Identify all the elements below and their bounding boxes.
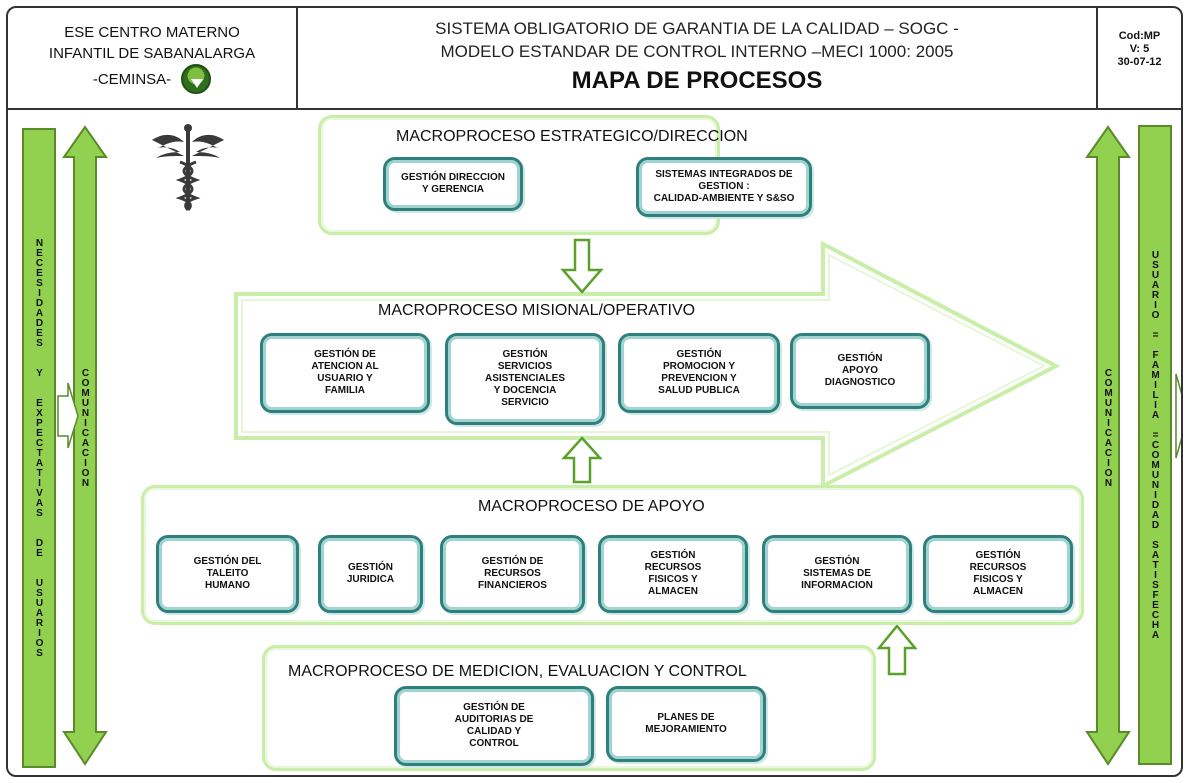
document-code: Cod:MP (1118, 30, 1161, 42)
title-cell: SISTEMA OBLIGATORIO DE GARANTIA DE LA CA… (298, 8, 1098, 108)
process-box-label: SISTEMAS INTEGRADOS DE GESTION : CALIDAD… (653, 169, 795, 204)
right-communication-arrow (1085, 125, 1131, 766)
diagram-graphics (57, 124, 1181, 766)
process-box-label: GESTIÓN DE ATENCION AL USUARIO Y FAMILIA (311, 349, 379, 396)
system-title-line1: SISTEMA OBLIGATORIO DE GARANTIA DE LA CA… (435, 19, 959, 38)
process-box: GESTIÓN DIRECCION Y GERENCIA (383, 157, 523, 211)
right-output-arrow (1175, 373, 1181, 459)
document-header: ESE CENTRO MATERNO INFANTIL DE SABANALAR… (8, 8, 1181, 110)
right-communication-label: COMUNICACION (1103, 368, 1114, 488)
left-needs-bar: NECESIDADES Y EXPECTATIVAS DE USUARIOS (22, 128, 56, 768)
left-input-arrow (57, 382, 79, 449)
organization-cell: ESE CENTRO MATERNO INFANTIL DE SABANALAR… (8, 8, 298, 108)
process-box-label: GESTIÓN JURIDICA (346, 562, 395, 585)
process-box-label: GESTIÓN DE RECURSOS FINANCIEROS (478, 556, 547, 591)
process-box: GESTIÓN DE ATENCION AL USUARIO Y FAMILIA (260, 333, 430, 413)
system-title-line2: MODELO ESTANDAR DE CONTROL INTERNO –MECI… (440, 42, 954, 61)
process-box: GESTIÓN RECURSOS FISICOS Y ALMACEN (598, 535, 748, 613)
page-title: MAPA DE PROCESOS (571, 67, 823, 94)
document-code-cell: Cod:MP V: 5 30-07-12 (1098, 8, 1181, 108)
process-box: GESTIÓN PROMOCION Y PREVENCION Y SALUD P… (618, 333, 780, 413)
process-box-label: GESTIÓN SERVICIOS ASISTENCIALES Y DOCENC… (484, 349, 565, 408)
process-box-label: GESTIÓN DIRECCION Y GERENCIA (401, 172, 505, 195)
process-box-label: GESTIÓN DE AUDITORIAS DE CALIDAD Y CONTR… (454, 702, 534, 749)
process-box-label: GESTIÓN SISTEMAS DE INFORMACION (801, 556, 873, 591)
ceminsa-logo (181, 64, 212, 94)
process-box: GESTIÓN DE AUDITORIAS DE CALIDAD Y CONTR… (394, 686, 594, 766)
process-box: GESTIÓN JURIDICA (318, 535, 423, 613)
process-box: GESTIÓN RECURSOS FISICOS Y ALMACEN (923, 535, 1073, 613)
process-map-frame: ESE CENTRO MATERNO INFANTIL DE SABANALAR… (6, 6, 1183, 777)
process-box: GESTIÓN APOYO DIAGNOSTICO (790, 333, 930, 409)
organization-short-name: -CEMINSA- (92, 70, 172, 88)
process-box-label: GESTIÓN PROMOCION Y PREVENCION Y SALUD P… (658, 349, 740, 396)
process-box: GESTIÓN DE RECURSOS FINANCIEROS (440, 535, 585, 613)
process-box-label: PLANES DE MEJORAMIENTO (645, 712, 727, 735)
down-flow-arrow (560, 238, 604, 294)
process-box-label: GESTIÓN RECURSOS FISICOS Y ALMACEN (969, 550, 1027, 597)
misional-label: MACROPROCESO MISIONAL/OPERATIVO (378, 302, 696, 319)
process-box: GESTIÓN DEL TALEITO HUMANO (156, 535, 299, 613)
document-version: V: 5 (1129, 43, 1150, 55)
medicion-label: MACROPROCESO DE MEDICION, EVALUACION Y C… (288, 663, 747, 680)
up-flow-arrow-misional (561, 436, 603, 484)
process-box: SISTEMAS INTEGRADOS DE GESTION : CALIDAD… (636, 157, 812, 217)
process-box: PLANES DE MEJORAMIENTO (606, 686, 766, 762)
organization-name-line2: INFANTIL DE SABANALARGA (48, 45, 256, 62)
left-communication-label: COMUNICACION (80, 368, 91, 488)
left-communication-arrow (62, 125, 108, 766)
process-box: GESTIÓN SERVICIOS ASISTENCIALES Y DOCENC… (445, 333, 605, 425)
user-satisfied-text: USUARIO = FAMILIA =COMUNIDAD SATISFECHA (1150, 250, 1161, 640)
process-box-label: GESTIÓN RECURSOS FISICOS Y ALMACEN (644, 550, 702, 597)
estrategico-label: MACROPROCESO ESTRATEGICO/DIRECCION (396, 128, 748, 145)
process-box: GESTIÓN SISTEMAS DE INFORMACION (762, 535, 912, 613)
document-date: 30-07-12 (1117, 56, 1162, 68)
process-box-label: GESTIÓN DEL TALEITO HUMANO (193, 556, 262, 591)
up-flow-arrow-apoyo (876, 624, 918, 676)
caduceus-icon (152, 124, 224, 212)
organization-name-line1: ESE CENTRO MATERNO (64, 24, 240, 41)
process-box-label: GESTIÓN APOYO DIAGNOSTICO (824, 353, 896, 388)
apoyo-label: MACROPROCESO DE APOYO (478, 498, 705, 515)
misional-big-arrow-inner (241, 253, 1047, 477)
right-users-bar: USUARIO = FAMILIA =COMUNIDAD SATISFECHA (1138, 125, 1172, 765)
needs-expectations-text: NECESIDADES Y EXPECTATIVAS DE USUARIOS (34, 238, 45, 658)
